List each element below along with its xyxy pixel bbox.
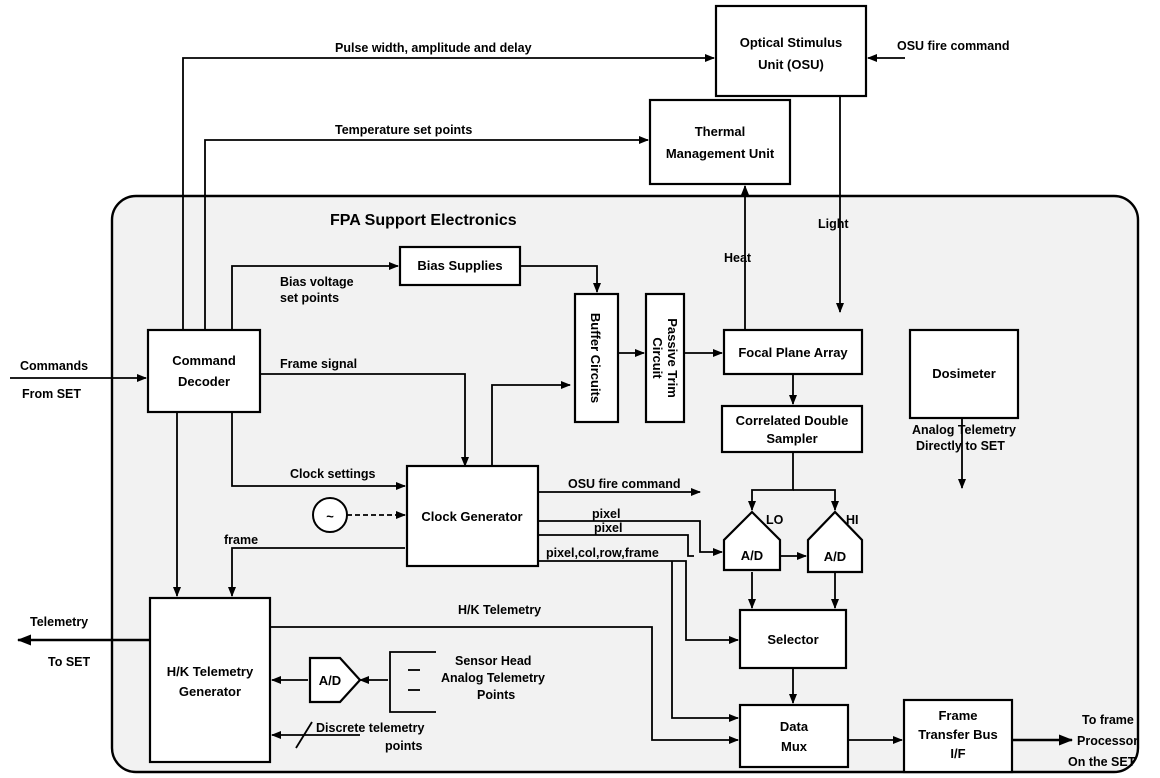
label-light: Light — [818, 217, 849, 231]
thermal-line2: Management Unit — [666, 146, 775, 161]
label-frame: frame — [224, 533, 258, 547]
wire-pixel-lo — [538, 520, 723, 556]
hk-generator-line2: Generator — [179, 684, 241, 699]
frame-transfer-line2: Transfer Bus — [918, 727, 997, 742]
dosimeter-label: Dosimeter — [932, 366, 996, 381]
passive-trim-line1: Passive Trim — [665, 318, 680, 398]
label-commands: Commands — [20, 359, 88, 373]
label-lo: LO — [766, 513, 784, 527]
fpa-support-electronics-region — [110, 194, 1140, 774]
block-data-mux — [738, 703, 850, 769]
block-adc-hk — [308, 656, 362, 704]
block-correlated-double-sampler — [720, 404, 864, 454]
block-adc-lo — [722, 510, 782, 572]
block-dosimeter — [908, 328, 1020, 420]
label-sensor-head-line1: Sensor Head — [455, 654, 531, 668]
block-focal-plane-array — [722, 328, 864, 376]
label-osu-fire-command: OSU fire command — [568, 477, 681, 491]
block-bias-supplies — [398, 245, 522, 287]
label-bias-voltage-line2: set points — [280, 291, 339, 305]
selector-label: Selector — [767, 632, 818, 647]
block-command-decoder — [146, 328, 262, 414]
label-discrete-telemetry-line2: points — [385, 739, 423, 753]
label-analog-telemetry-line2: Directly to SET — [916, 439, 1005, 453]
wire-clock-to-buffer — [491, 381, 571, 466]
label-pulse-width: Pulse width, amplitude and delay — [335, 41, 532, 55]
block-thermal-management — [648, 98, 792, 186]
block-buffer-circuits — [573, 292, 620, 424]
wire-clock-settings — [231, 412, 406, 490]
bias-supplies-label: Bias Supplies — [417, 258, 502, 273]
label-frame-signal: Frame signal — [280, 357, 357, 371]
bus-slash — [295, 721, 313, 749]
label-pixel-2: pixel — [594, 521, 623, 535]
block-frame-transfer-bus — [902, 698, 1014, 774]
sensor-head-bracket — [389, 651, 436, 713]
frame-transfer-line1: Frame — [938, 708, 977, 723]
label-from-set: From SET — [22, 387, 81, 401]
block-adc-hi — [806, 510, 864, 574]
buffer-circuits-label: Buffer Circuits — [588, 313, 603, 403]
wire-pixel-to-mux — [671, 561, 739, 722]
command-decoder-line1: Command — [172, 353, 236, 368]
hk-generator-line1: H/K Telemetry — [167, 664, 254, 679]
passive-trim-line2: Circuit — [650, 337, 665, 379]
osu-line1: Optical Stimulus — [740, 35, 843, 50]
label-to-frame: To frame — [1082, 713, 1134, 727]
data-mux-line1: Data — [780, 719, 809, 734]
adc-hi-label: A/D — [824, 549, 846, 564]
adc-hk-label: A/D — [319, 673, 341, 688]
wire-pixel-col-row-frame — [538, 560, 739, 644]
label-discrete-telemetry-line1: Discrete telemetry — [316, 721, 424, 735]
label-processor: Processor — [1077, 734, 1138, 748]
label-pixel-1: pixel — [592, 507, 621, 521]
command-decoder-line2: Decoder — [178, 374, 230, 389]
block-clock-generator — [405, 464, 540, 568]
cds-line1: Correlated Double — [736, 413, 849, 428]
label-clock-settings: Clock settings — [290, 467, 375, 481]
wire-hk-to-mux — [270, 626, 739, 744]
wire-cds-to-lo — [748, 452, 794, 511]
label-analog-telemetry-line1: Analog Telemetry — [912, 423, 1016, 437]
label-hi: HI — [846, 513, 859, 527]
wire-temperature-setpoints — [204, 136, 649, 330]
block-hk-telemetry-generator — [148, 596, 272, 764]
wire-pixel-hi-a — [538, 534, 694, 557]
label-bias-voltage-line1: Bias voltage — [280, 275, 354, 289]
adc-lo-label: A/D — [741, 548, 763, 563]
wire-frame-signal — [260, 373, 469, 467]
block-passive-trim — [644, 292, 686, 424]
label-sensor-head-line2: Analog Telemetry — [441, 671, 545, 685]
data-mux-line2: Mux — [781, 739, 808, 754]
wire-bias-voltage — [231, 262, 399, 330]
label-temperature-set-points: Temperature set points — [335, 123, 472, 137]
block-osu — [714, 4, 868, 98]
cds-line2: Sampler — [766, 431, 817, 446]
label-osu-fire-command-top: OSU fire command — [897, 39, 1010, 53]
label-sensor-head-line3: Points — [477, 688, 515, 702]
label-pixel-col-row-frame: pixel,col,row,frame — [546, 546, 659, 560]
wire-cds-to-hi — [793, 489, 839, 511]
oscillator-glyph: ~ — [326, 509, 334, 524]
thermal-line1: Thermal — [695, 124, 746, 139]
region-title: FPA Support Electronics — [330, 212, 517, 229]
clock-generator-label: Clock Generator — [421, 509, 522, 524]
label-hk-telemetry: H/K Telemetry — [458, 603, 541, 617]
wire-frame — [228, 547, 405, 597]
block-selector — [738, 608, 848, 670]
oscillator-symbol — [312, 497, 348, 533]
wire-bias-to-buffer — [520, 265, 601, 293]
wire-pulse-width — [182, 54, 715, 330]
label-on-the-set: On the SET — [1068, 755, 1136, 769]
osu-line2: Unit (OSU) — [758, 57, 824, 72]
label-heat: Heat — [724, 251, 752, 265]
label-to-set: To SET — [48, 655, 90, 669]
frame-transfer-line3: I/F — [950, 746, 965, 761]
label-telemetry: Telemetry — [30, 615, 88, 629]
focal-plane-array-label: Focal Plane Array — [738, 345, 848, 360]
